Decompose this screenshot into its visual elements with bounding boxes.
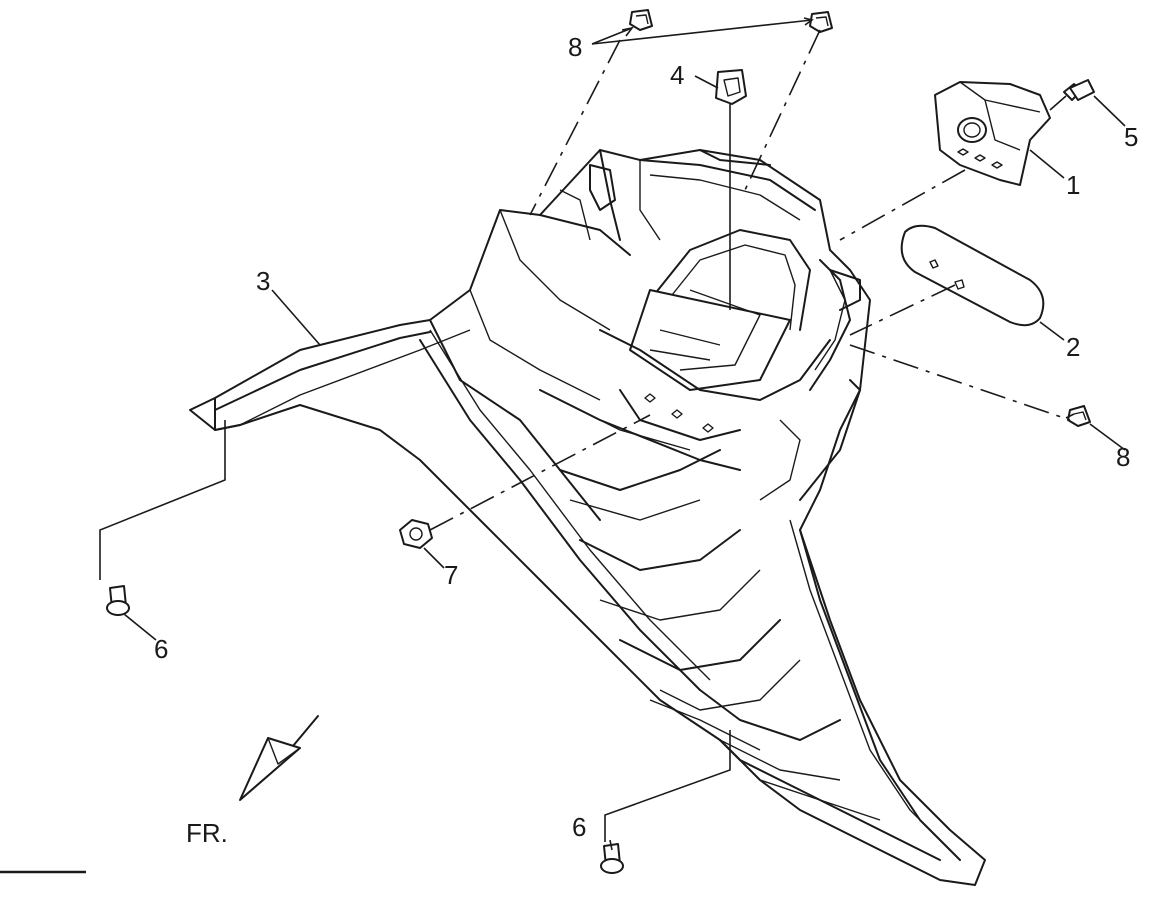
assembly-lines (99, 17, 1075, 842)
flange-nut-part-7 (399, 519, 433, 549)
callout-3: 3 (256, 266, 270, 296)
callout-8-right: 8 (1116, 442, 1130, 472)
clip-part-4 (715, 69, 747, 310)
bolt-part-6-bottom (600, 843, 624, 874)
rear-fender-body (189, 149, 986, 886)
callout-leaders (123, 75, 1126, 851)
front-direction-label: FR. (186, 818, 228, 848)
callout-7: 7 (444, 560, 458, 590)
bracket-part-1 (934, 81, 1051, 186)
callout-4: 4 (670, 60, 684, 90)
front-direction-arrow-icon (239, 715, 319, 801)
callout-6-bottom: 6 (572, 812, 586, 842)
callout-2: 2 (1066, 332, 1080, 362)
callout-6-left: 6 (154, 634, 168, 664)
reflector-part-2 (900, 224, 1045, 327)
speed-nut-part-8-middle (809, 11, 833, 33)
bolt-part-6-left (106, 585, 130, 616)
callout-1: 1 (1066, 170, 1080, 200)
callout-8-top: 8 (568, 32, 582, 62)
callout-5: 5 (1124, 122, 1138, 152)
screw-part-5 (1063, 79, 1095, 101)
speed-nut-part-8-right (1067, 405, 1091, 427)
speed-nut-part-8-left (629, 9, 653, 31)
